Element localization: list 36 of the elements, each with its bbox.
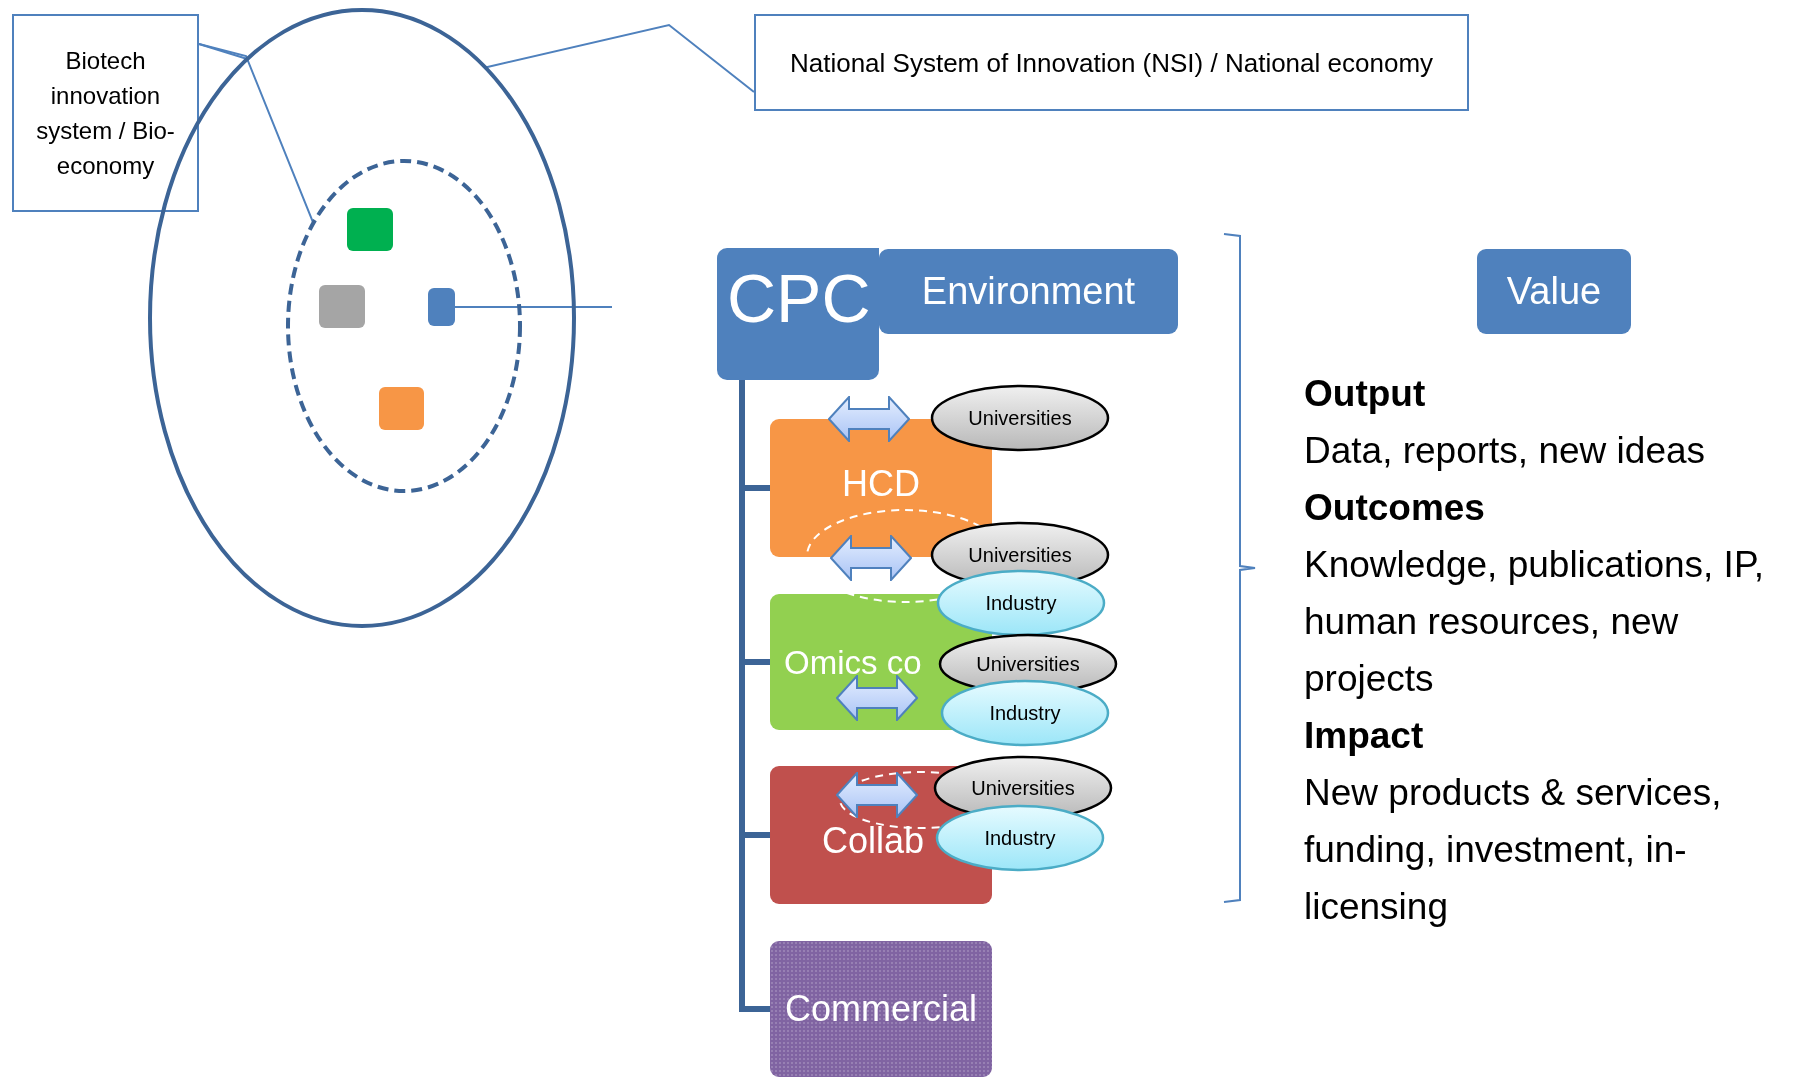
ellipse-label: Universities xyxy=(971,776,1075,800)
ellipse-label: Industry xyxy=(984,826,1056,850)
box-label: HCD xyxy=(842,463,920,505)
heading-box xyxy=(879,249,1178,334)
leader-line xyxy=(484,23,755,93)
square-marker xyxy=(347,208,393,251)
ellipse-label: Industry xyxy=(985,591,1057,615)
ellipse-label: Universities xyxy=(968,406,1072,430)
box-label: Commercial xyxy=(785,988,977,1030)
leader-line xyxy=(198,43,249,60)
category-heading: Outcomes xyxy=(1304,486,1486,530)
value-text: New products & services, funding, investment, in-licensing xyxy=(1304,771,1723,929)
square-marker xyxy=(379,387,424,430)
connector-line xyxy=(739,380,770,1012)
box-label: Biotech innovation system / Bio-economy xyxy=(35,46,176,181)
unit-box xyxy=(770,941,992,1077)
ellipse-label: Universities xyxy=(976,652,1080,676)
label-box xyxy=(754,14,1469,111)
box-label: CPC xyxy=(727,259,871,338)
box-label: Omics co xyxy=(784,643,922,683)
box-label: Value xyxy=(1506,270,1602,313)
ellipse-label: Industry xyxy=(989,701,1061,725)
box-label: Environment xyxy=(921,270,1136,313)
square-marker xyxy=(319,285,365,328)
ellipse-label: Universities xyxy=(968,543,1072,567)
organisation-box xyxy=(717,248,879,380)
value-text: Knowledge, publications, IP, human resources, new projects xyxy=(1304,543,1766,701)
category-heading: Output xyxy=(1304,372,1427,416)
value-text: Data, reports, new ideas xyxy=(1304,429,1707,473)
heading-box xyxy=(1477,249,1631,334)
box-label: Collab xyxy=(822,820,925,862)
label-box xyxy=(12,14,199,212)
box-label: National System of Innovation (NSI) / National economy xyxy=(789,46,1434,80)
category-heading: Impact xyxy=(1304,714,1425,758)
square-marker xyxy=(428,288,455,326)
leader-line xyxy=(454,306,613,308)
